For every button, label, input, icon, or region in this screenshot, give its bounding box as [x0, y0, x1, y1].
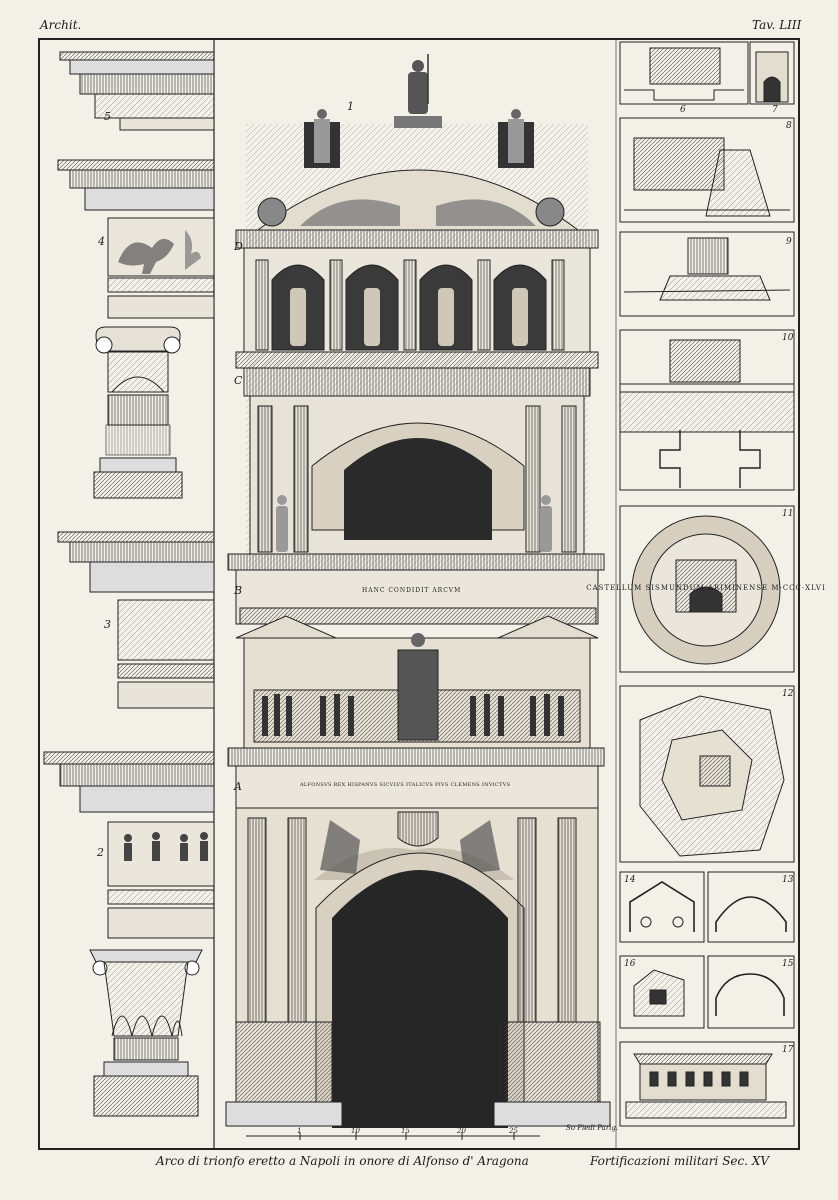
caption-arch: Arco di trionfo eretto a Napoli in onore… — [156, 1154, 529, 1168]
fig-label-13: 13 — [782, 875, 794, 885]
level-letter-d: D — [233, 240, 243, 253]
level-letter-a: A — [233, 780, 242, 793]
scale-tick: 1 — [297, 1127, 301, 1135]
scale-tick: 25 — [508, 1127, 518, 1135]
fig-label-16: 16 — [624, 959, 636, 969]
order-4-entablature — [57, 159, 215, 319]
fig-label-10: 10 — [782, 333, 794, 343]
order-label-4: 4 — [97, 235, 105, 248]
triumphal-arch — [225, 54, 611, 1140]
caption-fortifications: Fortificazioni militari Sec. XV — [590, 1154, 770, 1168]
arch-number: 1 — [347, 100, 354, 113]
corinthian-capital — [89, 949, 203, 1117]
order-label-2: 2 — [96, 846, 104, 859]
order-5-entablature — [59, 51, 215, 131]
plate-frame — [38, 38, 800, 1150]
engraver-signature: So Piedi Parig. — [566, 1124, 618, 1132]
ionic-capital — [93, 326, 183, 499]
fig-label-14: 14 — [624, 875, 636, 885]
level-letter-b: B — [233, 584, 242, 597]
level-letter-c: C — [234, 374, 243, 387]
scale-tick: 10 — [351, 1127, 360, 1135]
fig-label-11: 11 — [782, 509, 793, 519]
order-label-3: 3 — [104, 618, 111, 631]
fig-label-12: 12 — [782, 689, 794, 699]
fortification-panels — [619, 41, 795, 1127]
fig-label-8: 8 — [786, 121, 792, 131]
medal-legend: CASTELLUM SISMUNDUM ARIMINENSE M·CCC·XLV… — [586, 584, 825, 592]
scale-tick: 20 — [456, 1127, 466, 1135]
order-2-entablature — [43, 751, 215, 939]
scale-tick: 15 — [401, 1127, 410, 1135]
inscription-lower: ALFONSVS REX HISPANVS SICVLVS ITALICVS P… — [299, 782, 511, 788]
header-right: Tav. LIII — [752, 18, 802, 32]
header-left: Archit. — [40, 18, 82, 32]
fig-label-9: 9 — [786, 237, 792, 247]
fig-label-17: 17 — [782, 1045, 794, 1055]
crowning-statue — [394, 54, 442, 128]
fig-label-6: 6 — [680, 105, 686, 115]
fig-label-15: 15 — [782, 959, 794, 969]
fig-label-7: 7 — [772, 105, 778, 115]
order-label-5: 5 — [104, 110, 111, 123]
inscription-upper: HANC CONDIDIT ARCVM — [362, 587, 461, 594]
order-3-entablature — [57, 531, 215, 709]
